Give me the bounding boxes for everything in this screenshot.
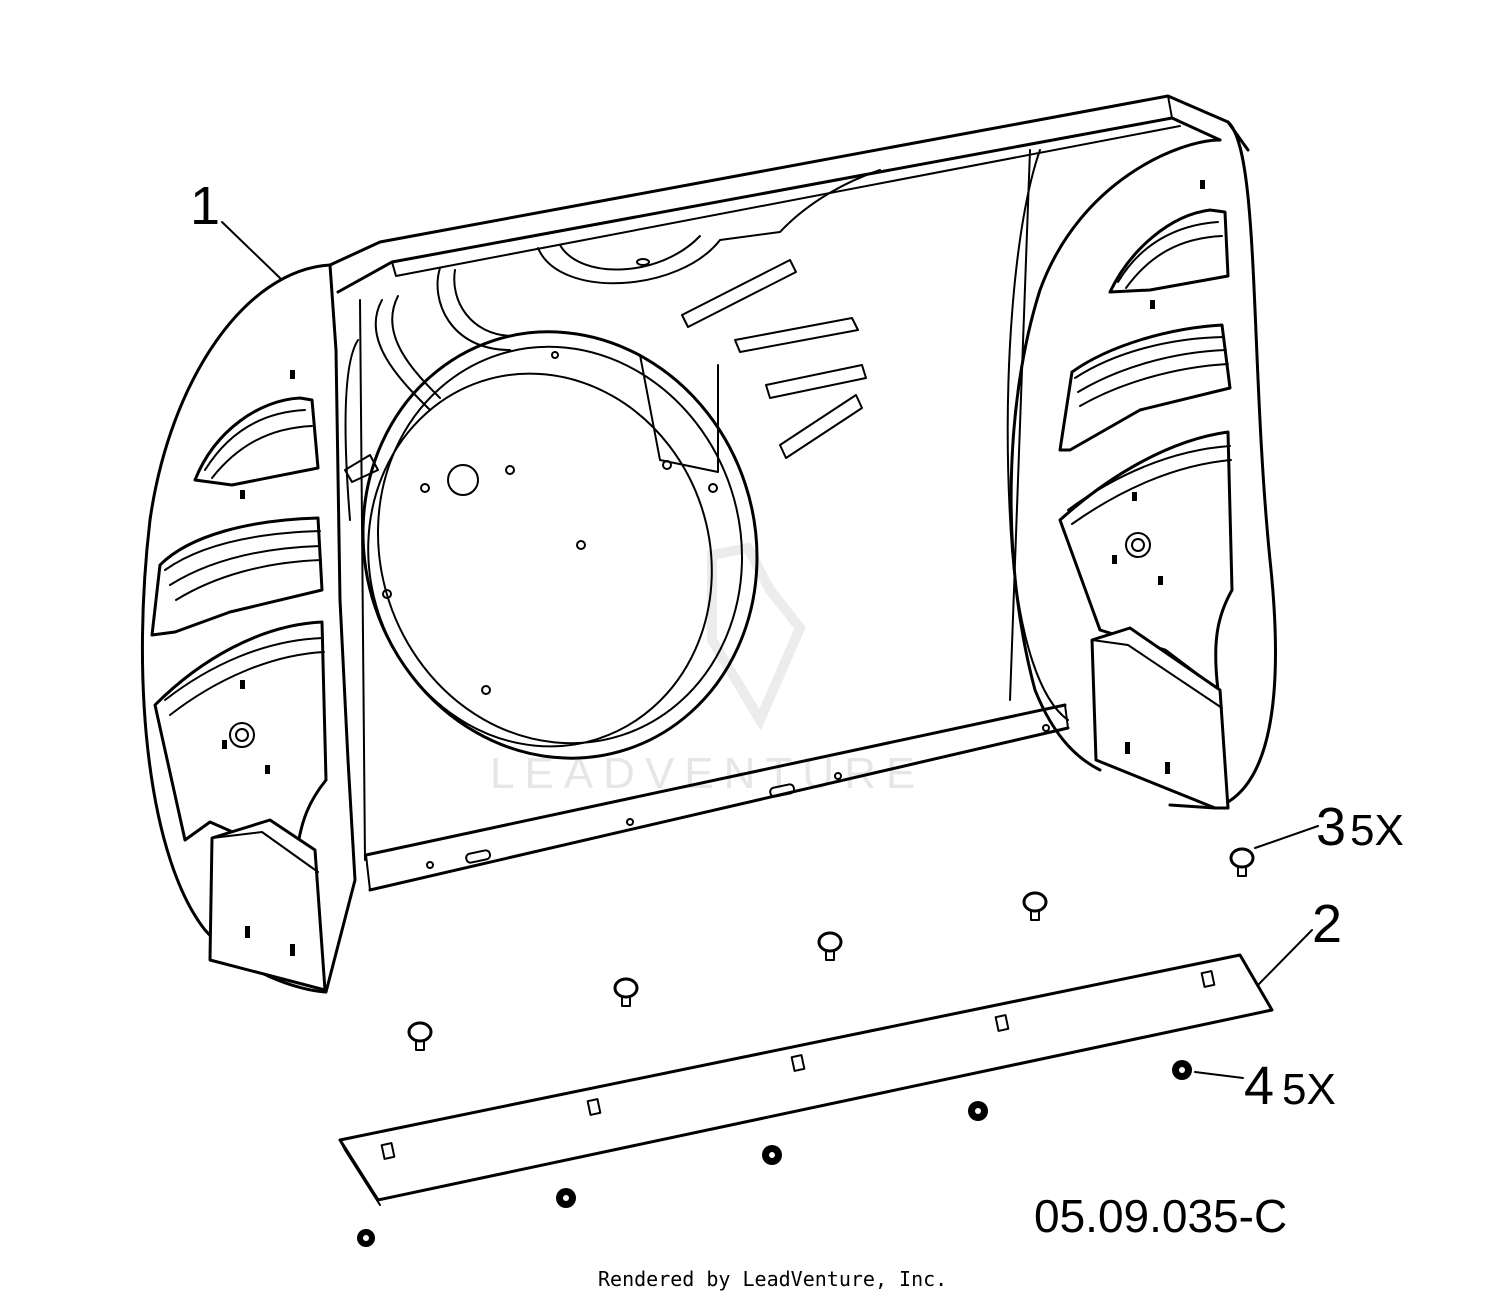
callout-part-1: 1 — [190, 176, 220, 236]
callout-part-4: 4 — [1244, 1056, 1274, 1116]
leadventure-watermark: LEADVENTURE — [490, 542, 915, 798]
callout-part-2: 2 — [1312, 894, 1342, 954]
hex-nuts — [357, 1060, 1192, 1247]
callout-part-4-qty: 5X — [1282, 1065, 1336, 1114]
carriage-bolts — [407, 847, 1255, 1051]
shave-plate — [338, 953, 1274, 1206]
figure-code: 05.09.035-C — [1034, 1190, 1287, 1242]
callout-part-3: 3 — [1316, 797, 1346, 857]
auger-housing — [140, 94, 1277, 994]
render-credit: Rendered by LeadVenture, Inc. — [598, 1267, 947, 1291]
leader-lines — [221, 221, 1319, 1079]
callout-part-3-qty: 5X — [1350, 806, 1404, 855]
